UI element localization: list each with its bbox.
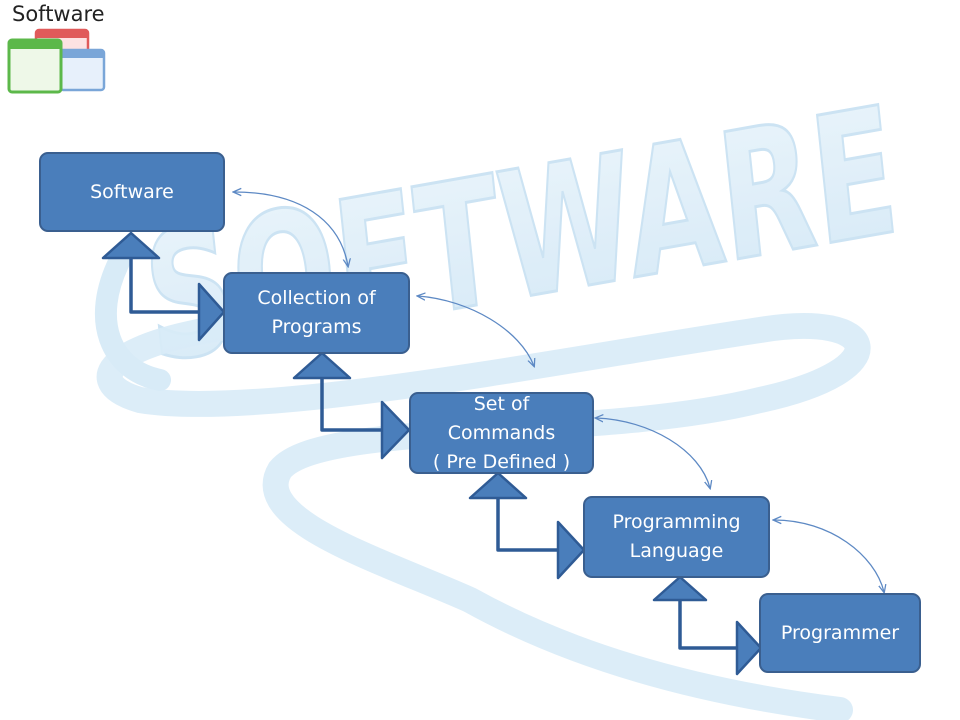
node-collection-of-programs: Collection of Programs [223, 272, 410, 354]
application-windows-icon [7, 28, 106, 94]
node-language-line-1: Programming [612, 511, 741, 533]
node-commands-line-1: Set of [473, 392, 530, 415]
node-collection-line-2: Programs [271, 316, 362, 338]
node-set-of-commands: Set of Commands ( Pre Defined ) [409, 392, 594, 474]
node-software: Software [39, 152, 225, 232]
node-commands-line-3: ( Pre Defined ) [432, 450, 571, 473]
node-commands-line-2: Commands [447, 421, 556, 444]
node-software-label: Software [90, 180, 174, 203]
node-language-line-2: Language [629, 540, 724, 562]
node-programmer: Programmer [759, 593, 921, 673]
logo-title: Software [12, 2, 105, 26]
node-programming-language: Programming Language [583, 496, 770, 578]
node-programmer-label: Programmer [780, 621, 900, 644]
node-collection-line-1: Collection of [257, 287, 376, 309]
